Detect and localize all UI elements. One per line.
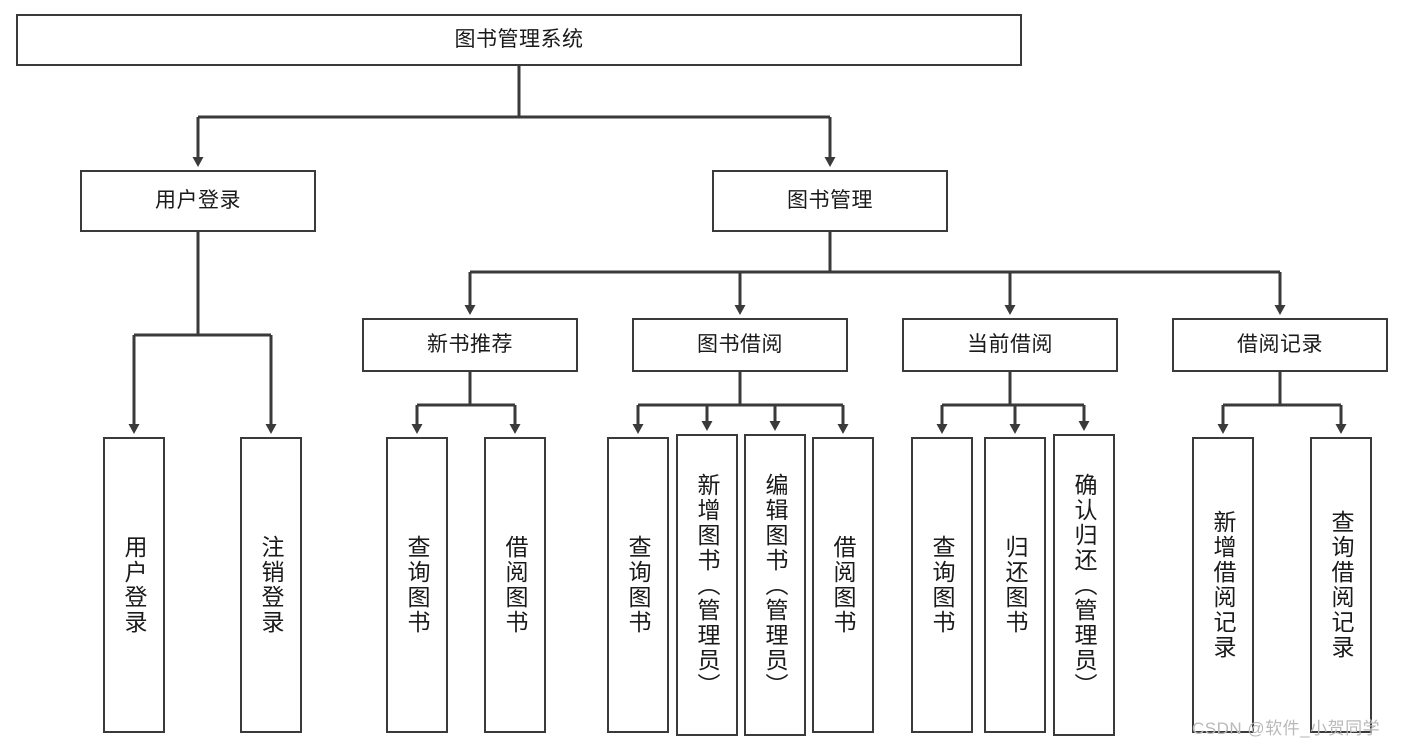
node-root[interactable]: 图书管理系统 [16, 14, 1022, 66]
node-leaf-borrow-book-borrow-label: 借阅图书 [830, 535, 857, 635]
node-user-login-label: 用户登录 [155, 188, 241, 212]
node-book-borrow-label: 图书借阅 [697, 332, 783, 356]
node-leaf-query-book-rec[interactable]: 查询图书 [386, 437, 448, 733]
node-leaf-add-borrow-record-label: 新增借阅记录 [1210, 510, 1237, 660]
node-new-book-recommend-label: 新书推荐 [427, 332, 513, 356]
node-current-borrow[interactable]: 当前借阅 [902, 318, 1118, 372]
node-leaf-query-borrow-record[interactable]: 查询借阅记录 [1310, 437, 1372, 733]
node-book-management[interactable]: 图书管理 [712, 170, 948, 232]
node-leaf-borrow-book-borrow[interactable]: 借阅图书 [812, 437, 874, 733]
node-user-login[interactable]: 用户登录 [80, 170, 316, 232]
node-leaf-logout[interactable]: 注销登录 [240, 437, 302, 733]
node-leaf-query-book-borrow-label: 查询图书 [625, 535, 652, 635]
node-leaf-borrow-book-rec-label: 借阅图书 [502, 535, 529, 635]
node-leaf-user-login-label: 用户登录 [121, 535, 148, 635]
node-leaf-return-book[interactable]: 归还图书 [984, 437, 1046, 733]
node-leaf-confirm-return-admin-label: 确认归还（管理员） [1071, 472, 1098, 698]
node-leaf-add-book-admin-label: 新增图书（管理员） [694, 472, 721, 698]
node-leaf-edit-book-admin-label: 编辑图书（管理员） [762, 472, 789, 698]
node-leaf-user-login[interactable]: 用户登录 [103, 437, 165, 733]
node-book-management-label: 图书管理 [787, 188, 873, 212]
node-leaf-query-book-current-label: 查询图书 [929, 535, 956, 635]
node-leaf-add-book-admin[interactable]: 新增图书（管理员） [676, 434, 738, 736]
csdn-watermark: CSDN @软件_小贺同学 [1192, 719, 1381, 738]
node-leaf-edit-book-admin[interactable]: 编辑图书（管理员） [744, 434, 806, 736]
node-new-book-recommend[interactable]: 新书推荐 [362, 318, 578, 372]
node-leaf-query-borrow-record-label: 查询借阅记录 [1328, 510, 1355, 660]
node-current-borrow-label: 当前借阅 [967, 332, 1053, 356]
node-book-borrow[interactable]: 图书借阅 [632, 318, 848, 372]
node-leaf-query-book-rec-label: 查询图书 [404, 535, 431, 635]
node-leaf-add-borrow-record[interactable]: 新增借阅记录 [1192, 437, 1254, 733]
node-leaf-confirm-return-admin[interactable]: 确认归还（管理员） [1053, 434, 1115, 736]
node-leaf-query-book-borrow[interactable]: 查询图书 [607, 437, 669, 733]
node-root-label: 图书管理系统 [454, 27, 584, 51]
node-leaf-return-book-label: 归还图书 [1002, 535, 1029, 635]
node-borrow-records-label: 借阅记录 [1237, 332, 1323, 356]
node-leaf-logout-label: 注销登录 [258, 535, 285, 635]
node-borrow-records[interactable]: 借阅记录 [1172, 318, 1388, 372]
node-leaf-query-book-current[interactable]: 查询图书 [911, 437, 973, 733]
node-leaf-borrow-book-rec[interactable]: 借阅图书 [484, 437, 546, 733]
